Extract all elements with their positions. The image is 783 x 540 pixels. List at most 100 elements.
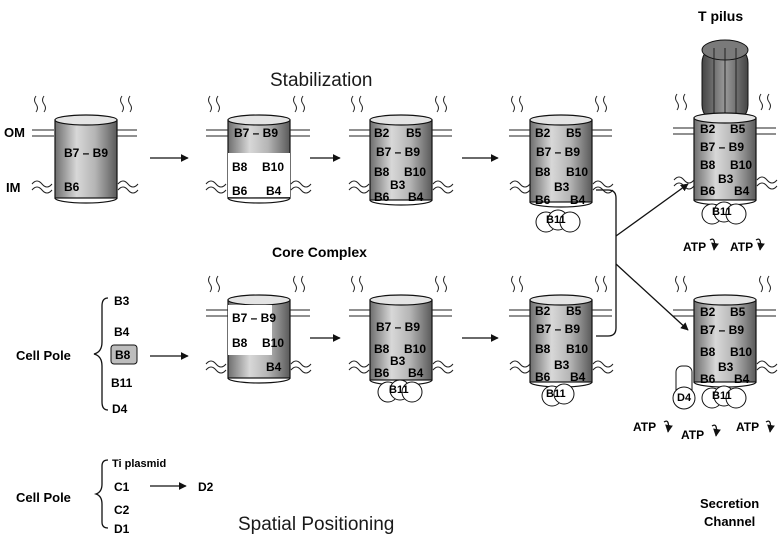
cell-pole-1-item: B3 xyxy=(114,294,130,308)
barrel-label: B7 – B9 xyxy=(700,323,745,337)
cell-pole-1-label: Cell Pole xyxy=(16,348,71,363)
barrel-label: B10 xyxy=(730,345,753,359)
barrel-label: B11 xyxy=(712,206,732,218)
barrel-label: B11 xyxy=(389,384,409,396)
barrel-label: B4 xyxy=(570,193,586,207)
barrel-label: B2 xyxy=(700,305,716,319)
cell-pole-2-item: D1 xyxy=(114,522,130,536)
barrel-label: B5 xyxy=(730,305,746,319)
barrel-label: B6 xyxy=(374,366,390,380)
barrel-label: B3 xyxy=(390,354,406,368)
barrel-label: B4 xyxy=(570,370,586,384)
barrel-label: B4 xyxy=(266,184,282,198)
barrel-label: B10 xyxy=(566,342,589,356)
bracket-cell-pole-2 xyxy=(93,459,109,529)
heading-channel: Channel xyxy=(704,514,756,529)
cell-pole-2-item: Ti plasmid xyxy=(112,458,167,470)
arrow-to-pilus xyxy=(615,183,689,237)
heading-core-complex: Core Complex xyxy=(272,244,367,260)
heading-stabilization: Stabilization xyxy=(270,70,373,91)
barrel-label: B6 xyxy=(535,193,551,207)
t-pilus xyxy=(701,39,749,124)
cell-pole-1-item: B11 xyxy=(111,376,133,390)
heading-t-pilus: T pilus xyxy=(698,8,744,24)
inner-membrane xyxy=(31,176,778,374)
b8-highlight-box xyxy=(110,344,138,365)
outer-membrane xyxy=(32,93,776,317)
barrel-label: B5 xyxy=(566,304,582,318)
bracket-cell-pole-1 xyxy=(93,297,109,411)
barrel-label: B7 – B9 xyxy=(700,140,745,154)
barrel-label: B4 xyxy=(734,184,750,198)
barrel-label: B7 – B9 xyxy=(232,311,277,325)
heading-secretion: Secretion xyxy=(700,496,760,511)
cell-pole-2-target: D2 xyxy=(198,480,214,494)
cell-pole-2-label: Cell Pole xyxy=(16,490,71,505)
barrel-label: B4 xyxy=(408,190,424,204)
barrel-label: B7 – B9 xyxy=(64,146,109,160)
barrel-label: B2 xyxy=(535,126,551,140)
arrows xyxy=(150,154,775,490)
barrel-pilus xyxy=(693,112,757,225)
barrel-label: B11 xyxy=(546,214,566,226)
barrel-label: B3 xyxy=(390,178,406,192)
barrel-label: B6 xyxy=(700,184,716,198)
barrel-label: B8 xyxy=(700,345,716,359)
barrel-label: B8 xyxy=(535,165,551,179)
label-om: OM xyxy=(4,125,25,140)
atp-label: ATP xyxy=(730,240,754,254)
barrel-label: B6 xyxy=(700,372,716,386)
atp-label: ATP xyxy=(736,420,760,434)
barrel-label: B2 xyxy=(535,304,551,318)
barrel-label: B2 xyxy=(374,126,390,140)
barrel-label: B6 xyxy=(232,184,248,198)
brackets xyxy=(93,297,109,529)
cell-pole-1-item: B4 xyxy=(114,325,130,339)
barrel-label: B5 xyxy=(730,122,746,136)
barrel-label: B11 xyxy=(712,390,732,402)
barrel-label: B7 – B9 xyxy=(234,126,279,140)
barrel-label: D4 xyxy=(677,392,692,404)
barrel-label: B10 xyxy=(566,165,589,179)
barrel-label: B4 xyxy=(734,372,750,386)
barrel-label: B6 xyxy=(64,180,80,194)
barrel-label: B7 – B9 xyxy=(536,322,581,336)
barrel-stage-1 xyxy=(54,114,118,204)
atp-label: ATP xyxy=(681,428,705,442)
label-im: IM xyxy=(6,180,21,195)
cell-pole-2-item: C1 xyxy=(114,480,130,494)
barrel-label: B3 xyxy=(554,180,570,194)
barrel-core-4 xyxy=(529,294,593,407)
cell-pole-2-item: C2 xyxy=(114,503,130,517)
barrel-label: B10 xyxy=(404,342,427,356)
barrel-label: B6 xyxy=(374,190,390,204)
barrel-stage-3 xyxy=(369,114,433,206)
barrel-label: B8 xyxy=(700,158,716,172)
barrel-label: B7 – B9 xyxy=(376,320,421,334)
barrel-label: B3 xyxy=(718,360,734,374)
arrow-to-channel xyxy=(615,263,689,331)
barrel-label: B8 xyxy=(374,165,390,179)
barrel-label: B10 xyxy=(262,160,285,174)
barrel-stage-2 xyxy=(227,114,291,204)
barrel-label: B5 xyxy=(406,126,422,140)
barrel-label: B7 – B9 xyxy=(376,145,421,159)
barrel-label: B10 xyxy=(730,158,753,172)
barrel-label: B3 xyxy=(718,172,734,186)
heading-spatial-positioning: Spatial Positioning xyxy=(238,514,395,535)
cell-pole-1-item: D4 xyxy=(112,402,128,416)
cell-pole-1-item: B8 xyxy=(115,348,131,362)
barrel-core-2 xyxy=(227,294,291,384)
atp-label: ATP xyxy=(683,240,707,254)
membranes xyxy=(31,93,778,374)
barrel-label: B11 xyxy=(546,388,566,400)
barrel-label: B4 xyxy=(266,360,282,374)
barrel-core-3 xyxy=(369,294,433,403)
barrel-label: B3 xyxy=(554,358,570,372)
barrel-label: B10 xyxy=(404,165,427,179)
atp-label: ATP xyxy=(633,420,657,434)
barrel-label: B8 xyxy=(232,160,248,174)
barrel-label: B4 xyxy=(408,366,424,380)
barrel-label: B2 xyxy=(700,122,716,136)
